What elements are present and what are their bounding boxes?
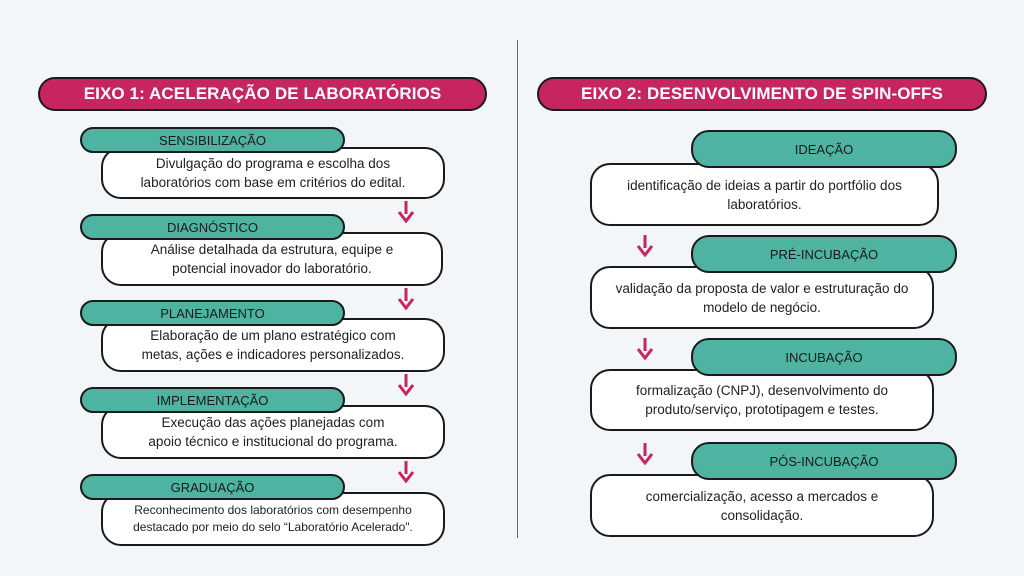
axis1-step1-label: SENSIBILIZAÇÃO (80, 127, 345, 153)
axis2-arrow-3 (636, 443, 654, 465)
axis2-step1-description: identificação de ideias a partir do port… (590, 163, 939, 226)
axis1-step4-label: IMPLEMENTAÇÃO (80, 387, 345, 413)
axis1-arrow-1 (397, 201, 415, 223)
axis1-arrow-4 (397, 461, 415, 483)
axis2-step2-description: validação da proposta de valor e estrutu… (590, 266, 934, 329)
axis2-step2-label: PRÉ-INCUBAÇÃO (691, 235, 957, 273)
axis1-arrow-3 (397, 374, 415, 396)
axis1-step2-description: Análise detalhada da estrutura, equipe e… (101, 232, 443, 286)
axis2-title: EIXO 2: DESENVOLVIMENTO DE SPIN-OFFS (537, 77, 987, 111)
axis2-step3-label: INCUBAÇÃO (691, 338, 957, 376)
center-divider (517, 40, 518, 538)
axis1-step3-label: PLANEJAMENTO (80, 300, 345, 326)
axis2-step4-label: PÓS-INCUBAÇÃO (691, 442, 957, 480)
axis2-step1-label: IDEAÇÃO (691, 130, 957, 168)
axis1-arrow-2 (397, 288, 415, 310)
axis2-arrow-1 (636, 235, 654, 257)
axis1-step5-description: Reconhecimento dos laboratórios com dese… (101, 492, 445, 546)
axis1-step5-label: GRADUAÇÃO (80, 474, 345, 500)
axis1-title: EIXO 1: ACELERAÇÃO DE LABORATÓRIOS (38, 77, 487, 111)
axis1-step2-label: DIAGNÓSTICO (80, 214, 345, 240)
axis2-arrow-2 (636, 338, 654, 360)
